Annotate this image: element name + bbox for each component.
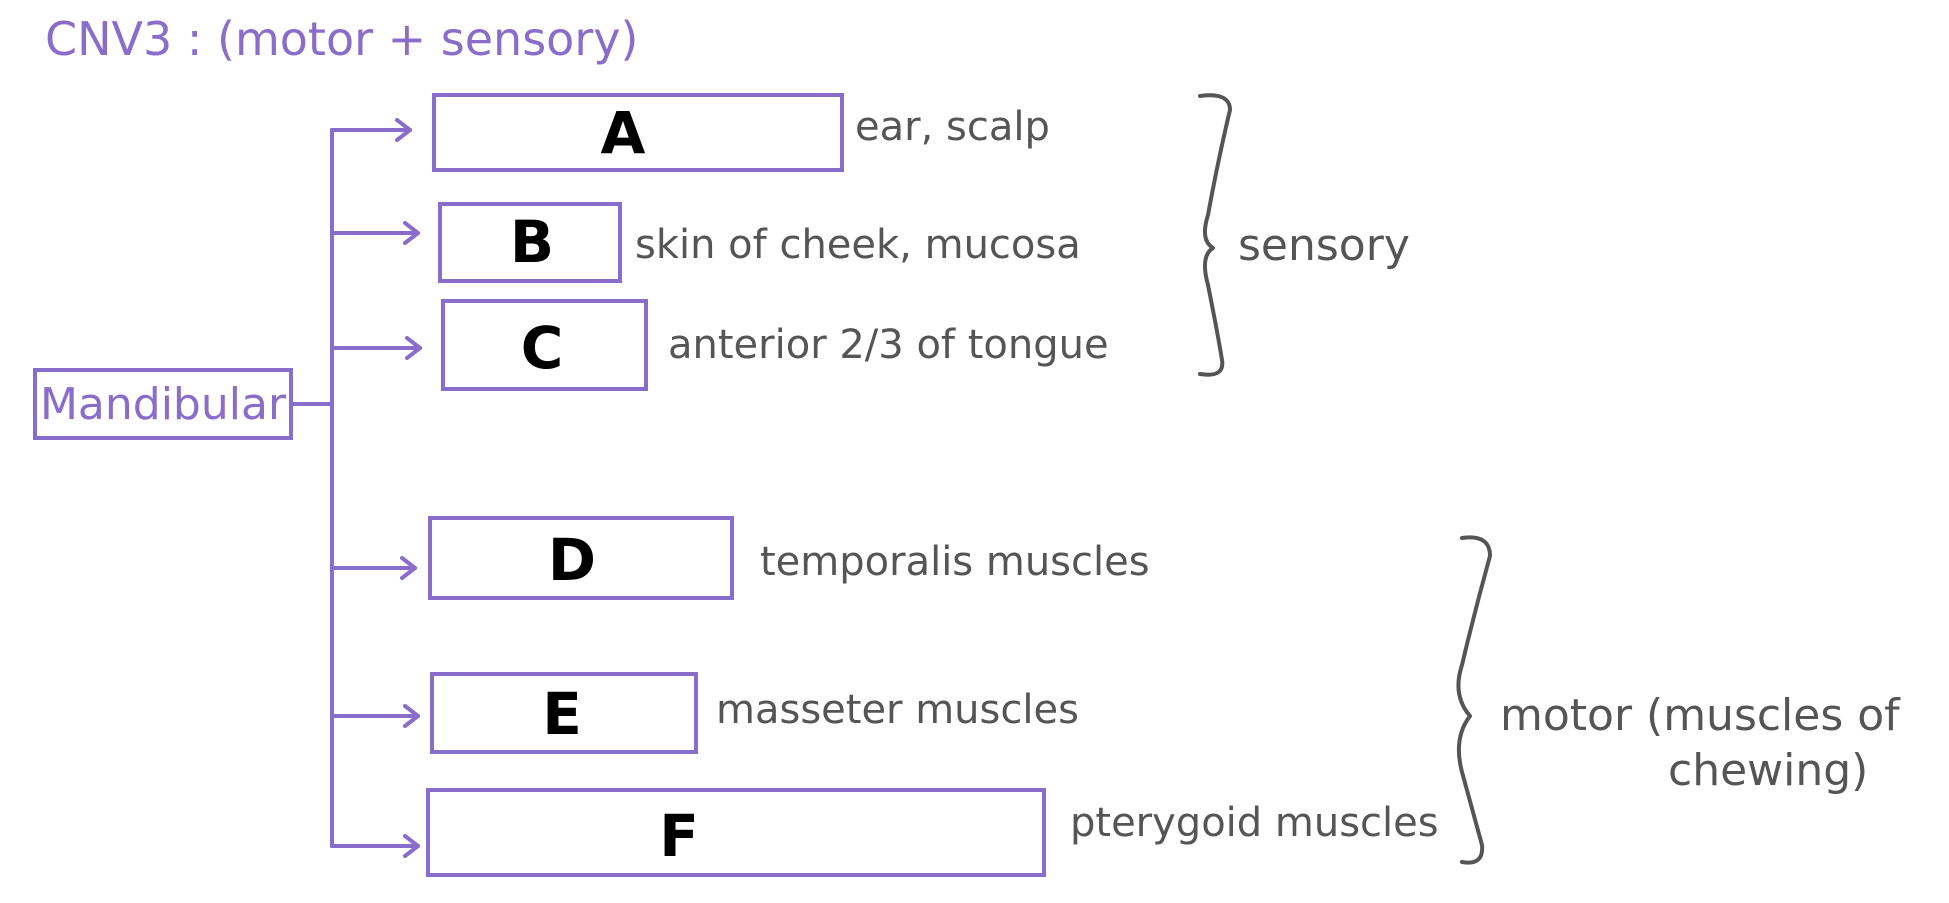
branch-a: A ear, scalp bbox=[330, 93, 1050, 172]
motor-brace bbox=[1456, 535, 1492, 865]
branch-e-arrowhead bbox=[403, 704, 420, 728]
branch-c-box bbox=[441, 299, 648, 391]
motor-label-line1: motor (muscles of bbox=[1500, 690, 1901, 741]
sensory-brace bbox=[1198, 93, 1232, 377]
branch-e: E masseter muscles bbox=[330, 672, 1079, 754]
branch-c-letter: C bbox=[521, 314, 564, 382]
branch-c: C anterior 2/3 of tongue bbox=[330, 299, 1109, 391]
connector-lines bbox=[289, 128, 334, 848]
branch-d-description: temporalis muscles bbox=[760, 539, 1150, 585]
branch-e-description: masseter muscles bbox=[716, 687, 1079, 733]
sensory-label: sensory bbox=[1238, 220, 1410, 271]
branch-f-description: pterygoid muscles bbox=[1070, 800, 1439, 846]
diagram-title: CNV3 : (motor + sensory) bbox=[45, 12, 638, 66]
branch-b-box bbox=[438, 202, 622, 283]
branch-b-arrowhead bbox=[403, 221, 420, 245]
root-node-mandibular: Mandibular bbox=[33, 368, 293, 440]
motor-label-line2: chewing) bbox=[1668, 745, 1868, 796]
branch-d-arrowhead bbox=[400, 556, 417, 580]
branch-e-box bbox=[430, 672, 698, 754]
branch-b-description: skin of cheek, mucosa bbox=[635, 222, 1081, 268]
branch-f-arrowhead bbox=[403, 834, 420, 858]
branch-e-letter: E bbox=[542, 680, 582, 748]
branch-a-arrowhead bbox=[395, 118, 412, 142]
root-label: Mandibular bbox=[40, 379, 287, 430]
branch-a-box bbox=[432, 93, 844, 172]
branch-b: B skin of cheek, mucosa bbox=[330, 202, 1081, 283]
branch-a-letter: A bbox=[601, 99, 646, 167]
branch-f-box bbox=[426, 788, 1046, 877]
branch-f-letter: F bbox=[659, 802, 699, 870]
branch-c-arrowhead bbox=[405, 336, 422, 360]
branch-b-letter: B bbox=[510, 208, 554, 276]
branch-d: D temporalis muscles bbox=[330, 516, 1150, 600]
branch-a-description: ear, scalp bbox=[855, 104, 1050, 150]
branch-f: F pterygoid muscles bbox=[330, 788, 1439, 877]
branch-d-box bbox=[428, 516, 734, 600]
branch-d-letter: D bbox=[548, 526, 596, 594]
motor-group: motor (muscles of chewing) bbox=[1456, 535, 1901, 865]
branch-c-description: anterior 2/3 of tongue bbox=[668, 322, 1109, 368]
sensory-group: sensory bbox=[1198, 93, 1410, 377]
